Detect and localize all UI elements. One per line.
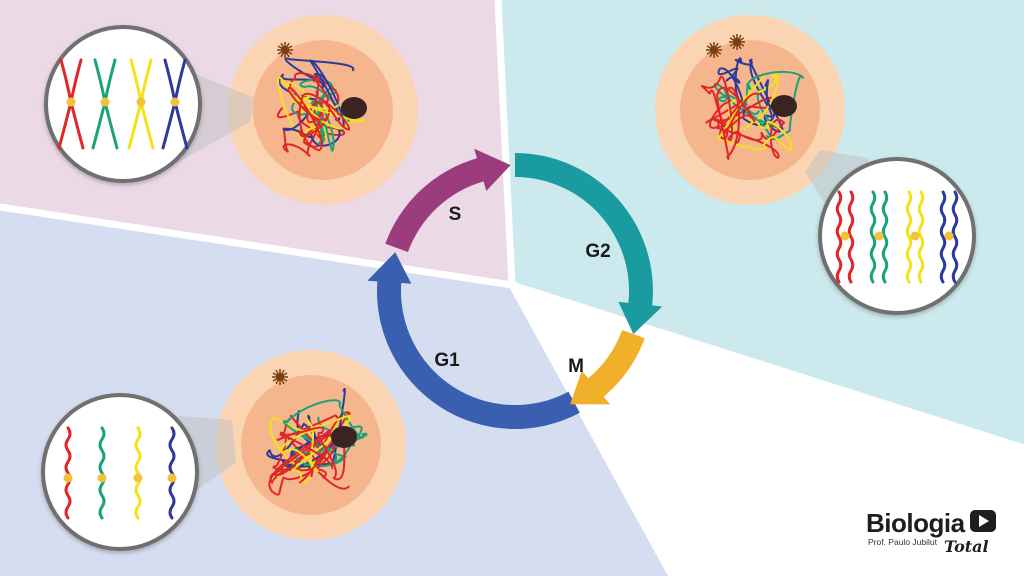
centrosome bbox=[277, 42, 293, 58]
cell-g1-phase bbox=[216, 350, 406, 540]
cell-s-phase bbox=[228, 15, 418, 205]
phase-label-m: M bbox=[568, 356, 584, 377]
play-icon bbox=[970, 510, 996, 532]
m-phase-region bbox=[512, 285, 1024, 576]
nucleolus bbox=[341, 97, 367, 119]
g2-phase-region bbox=[498, 0, 1024, 448]
logo-author-text: Prof. Paulo Jubilut bbox=[868, 537, 938, 547]
centrosome bbox=[272, 369, 288, 385]
centrosome bbox=[706, 42, 722, 58]
phase-label-s: S bbox=[449, 204, 462, 225]
chromatin-tangle bbox=[276, 57, 364, 157]
magnifier-s-phase bbox=[44, 25, 202, 183]
magnifier-g2-phase bbox=[818, 157, 976, 315]
phase-label-g1: G1 bbox=[434, 350, 460, 371]
phase-labels: S G2 M G1 bbox=[434, 204, 610, 377]
logo-script-text: Total bbox=[944, 537, 989, 556]
nucleolus bbox=[331, 426, 357, 448]
arrow-s bbox=[385, 148, 511, 252]
nucleolus bbox=[771, 95, 797, 117]
arrow-g1 bbox=[367, 252, 580, 429]
cell-g2-phase bbox=[655, 15, 845, 205]
magnifier-g1-phase bbox=[41, 393, 199, 551]
phase-label-g2: G2 bbox=[585, 241, 610, 262]
zoom-layer bbox=[41, 25, 976, 551]
chromatin-tangle bbox=[700, 57, 804, 160]
logo-brand-text: Biologia bbox=[866, 508, 966, 538]
brand-logo: Biologia Prof. Paulo Jubilut Total bbox=[866, 508, 996, 556]
centrosome bbox=[729, 34, 745, 50]
cycle-ring bbox=[367, 148, 663, 429]
arrow-m bbox=[570, 330, 645, 405]
chromatin-tangle bbox=[266, 387, 368, 496]
arrow-g2 bbox=[515, 153, 663, 335]
cells-layer bbox=[216, 15, 845, 540]
